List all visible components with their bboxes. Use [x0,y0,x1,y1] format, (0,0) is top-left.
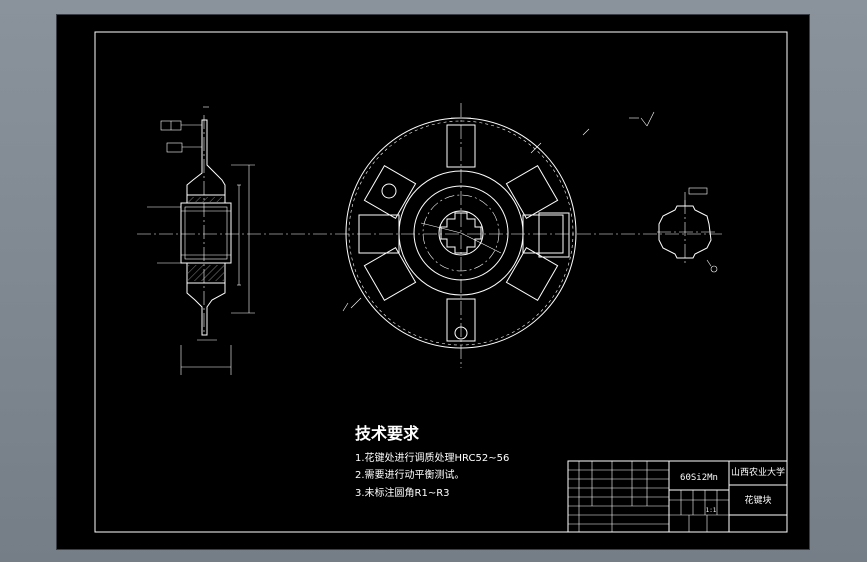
tech-requirement-2: 2.需要进行动平衡测试。 [355,468,465,481]
school-name: 山西农业大学 [731,466,785,478]
tech-requirements-title: 技术要求 [355,424,420,443]
material-text: 60Si2Mn [680,473,718,483]
drawing-border [94,31,788,533]
engineering-drawing: 技术要求 1.花键处进行调质处理HRC52~56 2.需要进行动平衡测试。 3.… [94,31,788,533]
technical-requirements: 技术要求 1.花键处进行调质处理HRC52~56 2.需要进行动平衡测试。 3.… [355,424,509,499]
cad-viewport[interactable]: 技术要求 1.花键处进行调质处理HRC52~56 2.需要进行动平衡测试。 3.… [56,14,810,550]
front-view [342,103,590,368]
tech-requirement-1: 1.花键处进行调质处理HRC52~56 [355,451,509,464]
tech-requirement-3: 3.未标注圆角R1~R3 [355,486,450,499]
side-section-view [147,106,255,375]
roughness-symbol [629,111,655,127]
spline-detail-view [657,187,718,273]
title-block: 60Si2Mn 山西农业大学 花键块 1:1 [567,460,788,533]
part-name: 花键块 [744,494,771,506]
scale-value: 1:1 [706,507,717,514]
